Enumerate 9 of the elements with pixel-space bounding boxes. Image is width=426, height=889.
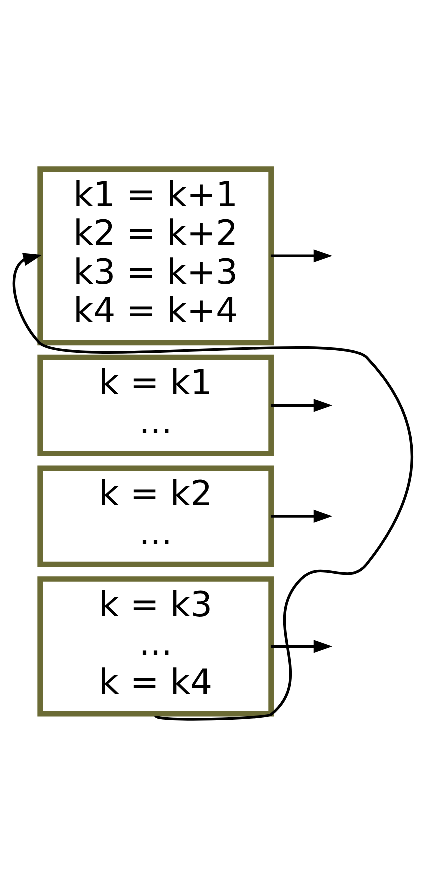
arrow <box>271 399 333 412</box>
arrow <box>271 640 333 654</box>
node-box: k = k1 ... <box>38 354 274 456</box>
arrow <box>13 253 414 721</box>
arrow <box>271 510 333 524</box>
arrow <box>271 250 333 263</box>
node-box: k1 = k+1 k2 = k+2 k3 = k+3 k4 = k+4 <box>38 166 274 346</box>
node-box: k = k2 ... <box>38 466 274 568</box>
node-box: k = k3 ... k = k4 <box>38 576 274 717</box>
